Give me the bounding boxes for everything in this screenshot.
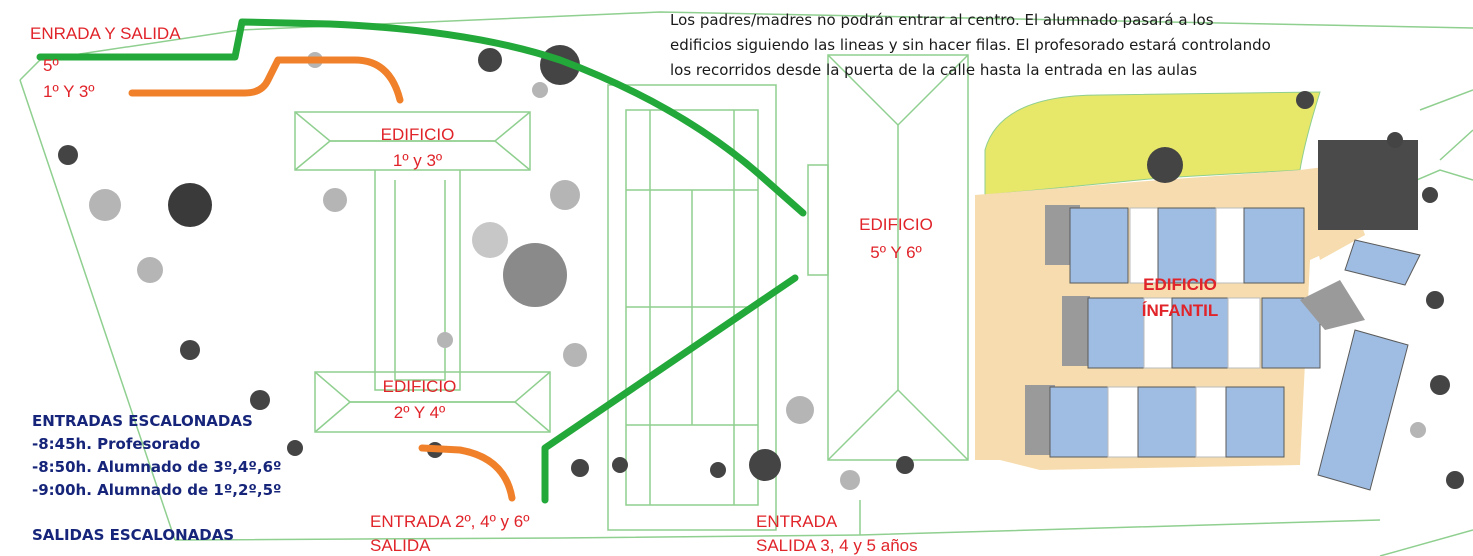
infantil-classrooms bbox=[1025, 205, 1421, 491]
site-outlines bbox=[19, 11, 1473, 556]
gate-top-title: ENRADA Y SALIDA bbox=[30, 24, 181, 43]
notice-text: Los padres/madres no podrán entrar al ce… bbox=[670, 8, 1470, 83]
gate-top-green-label: 5º bbox=[43, 56, 59, 75]
entries-row: -8:45h. Profesorado bbox=[32, 435, 201, 453]
notice-line-2: edificios siguiendo las lineas y sin hac… bbox=[670, 36, 1271, 54]
gate-bottom-line1: ENTRADA 2º, 4º y 6º bbox=[370, 512, 530, 531]
route-2-4-orange bbox=[418, 444, 516, 502]
notice-line-1: Los padres/madres no podrán entrar al ce… bbox=[670, 11, 1214, 29]
route-2-4-6-green bbox=[541, 274, 799, 504]
entries-row: -8:50h. Alumnado de 3º,4º,6º bbox=[32, 458, 282, 476]
garden-area bbox=[984, 91, 1321, 196]
route-5-green bbox=[36, 18, 807, 217]
notice-line-3: los recorridos desde la puerta de la cal… bbox=[670, 61, 1198, 79]
gate-top-orange-label: 1º Y 3º bbox=[43, 82, 95, 101]
gate-right-line2: SALIDA 3, 4 y 5 años bbox=[756, 536, 918, 555]
gate-bottom-line2: SALIDA bbox=[370, 536, 431, 555]
exits-title: SALIDAS ESCALONADAS bbox=[32, 526, 235, 544]
entries-row: -9:00h. Alumnado de 1º,2º,5º bbox=[32, 481, 282, 499]
gate-right-line1: ENTRADA bbox=[756, 512, 838, 531]
entries-title: ENTRADAS ESCALONADAS bbox=[32, 412, 253, 430]
route-1-3-orange bbox=[128, 56, 404, 104]
schedule-block: ENTRADAS ESCALONADAS -8:45h. Profesorado… bbox=[32, 410, 281, 547]
dark-roof bbox=[1318, 140, 1418, 230]
